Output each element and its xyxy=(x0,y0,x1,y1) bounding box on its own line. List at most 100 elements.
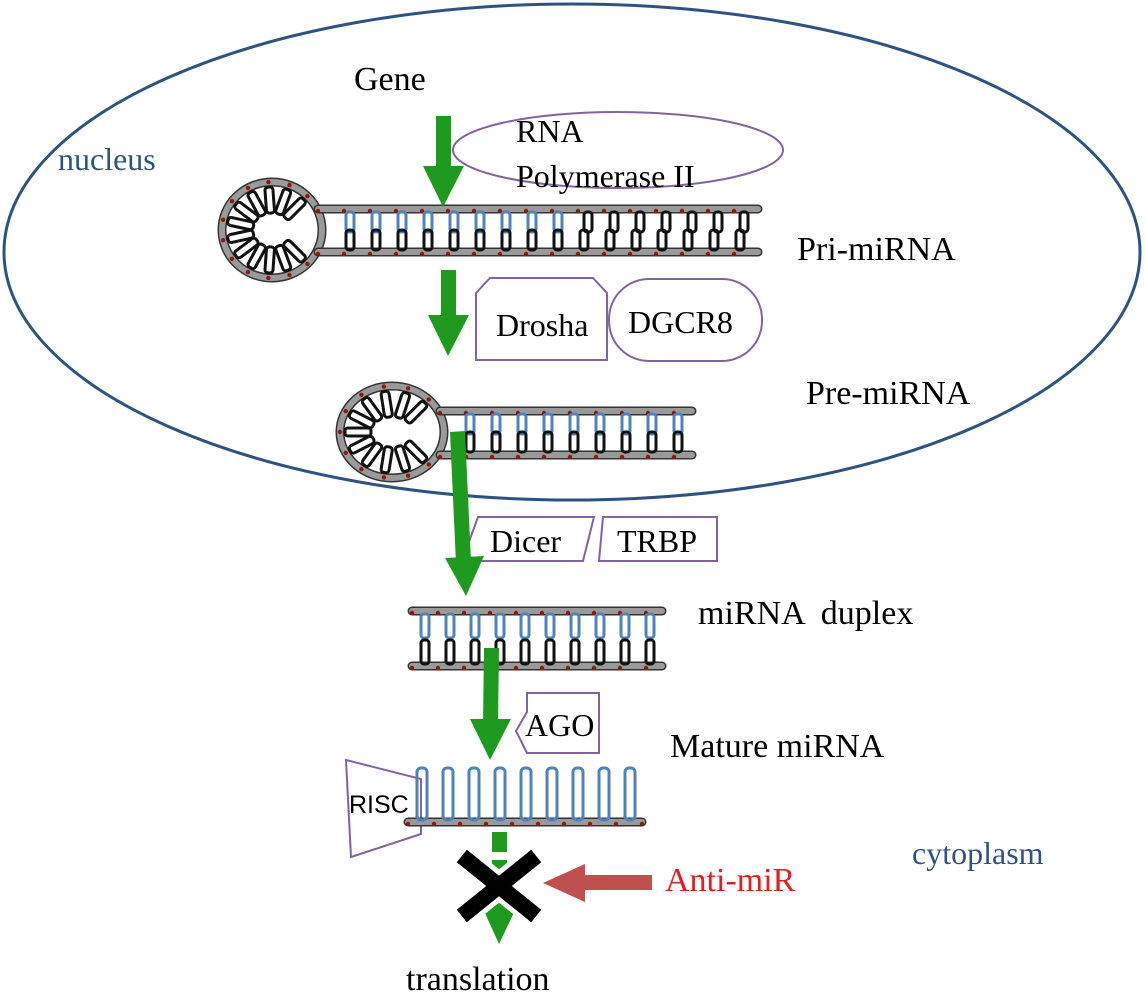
rna-node xyxy=(437,454,443,460)
rna-base xyxy=(490,430,502,454)
rna-node xyxy=(613,821,619,827)
rna-polymerase-label-line2: Polymerase II xyxy=(516,158,695,194)
rna-node xyxy=(245,185,251,191)
rna-node xyxy=(461,610,467,616)
rna-base xyxy=(344,210,356,234)
rna-base xyxy=(644,638,656,666)
rna-node xyxy=(591,665,597,671)
rna-loop-base xyxy=(347,409,376,430)
rna-base xyxy=(644,612,656,640)
rna-node xyxy=(643,665,649,671)
rna-node xyxy=(431,821,437,827)
rna-base xyxy=(597,766,611,822)
rna-node xyxy=(549,208,555,214)
rna-node xyxy=(266,179,271,185)
rna-loop-base xyxy=(347,434,376,455)
rna-loop-base xyxy=(403,439,429,465)
rna-base xyxy=(469,612,481,640)
rna-base xyxy=(552,228,564,252)
arrow-pre-to-duplex xyxy=(445,431,484,596)
rna-node xyxy=(367,208,373,214)
rna-base xyxy=(619,638,631,666)
pre-mirna-label: Pre-miRNA xyxy=(806,375,971,412)
rna-base xyxy=(464,412,476,436)
rna-polymerase-ii-shape xyxy=(452,111,784,189)
rna-node xyxy=(471,208,477,214)
rna-base xyxy=(490,412,502,436)
rna-node xyxy=(409,665,415,671)
rna-node xyxy=(653,208,659,214)
rna-node xyxy=(359,467,364,472)
rna-base xyxy=(419,638,431,666)
rna-base xyxy=(419,612,431,640)
rna-loop-base xyxy=(282,196,307,222)
mirna-duplex-label: miRNA duplex xyxy=(698,595,913,632)
rna-node xyxy=(381,475,387,480)
rna-base xyxy=(623,766,637,822)
flow-arrows xyxy=(423,116,520,944)
rna-node xyxy=(445,208,451,214)
rna-base xyxy=(734,228,746,252)
rna-base xyxy=(441,766,455,822)
rna-node xyxy=(393,251,399,257)
rna-node xyxy=(627,208,633,214)
rna-node xyxy=(287,182,292,188)
rna-base xyxy=(542,412,554,436)
rna-node xyxy=(587,821,593,827)
dicer-label: Dicer xyxy=(490,523,561,559)
arrow-pri-to-pre xyxy=(428,270,469,356)
rna-loop-base xyxy=(403,399,429,425)
rna-base xyxy=(516,430,528,454)
rna-node xyxy=(619,454,625,460)
anti-mir-arrow xyxy=(543,864,652,902)
rna-base xyxy=(646,412,658,436)
rna-base xyxy=(526,228,538,252)
rna-node xyxy=(705,251,711,257)
rna-base xyxy=(469,638,481,666)
rna-loop-base xyxy=(263,245,276,275)
rna-base xyxy=(569,612,581,640)
rna-node xyxy=(341,208,347,214)
rna-node xyxy=(483,821,489,827)
pri-mirna-hairpin xyxy=(217,177,763,283)
rna-node xyxy=(565,610,571,616)
rna-node xyxy=(359,392,364,397)
rna-node xyxy=(305,261,310,267)
rna-node xyxy=(419,251,425,257)
rna-node xyxy=(639,821,645,827)
rna-base xyxy=(396,228,408,252)
dgcr8-label: DGCR8 xyxy=(628,304,733,340)
nucleus-label: nucleus xyxy=(58,141,156,177)
rna-loop-base xyxy=(360,396,384,423)
rna-node xyxy=(367,251,373,257)
rna-node xyxy=(731,251,737,257)
trbp-label: TRBP xyxy=(617,523,697,559)
rna-node xyxy=(409,610,415,616)
rna-base xyxy=(448,228,460,252)
trbp-shape xyxy=(597,516,718,562)
rna-base xyxy=(545,766,559,822)
rna-base xyxy=(444,612,456,640)
rna-node xyxy=(679,208,685,214)
rna-base xyxy=(344,228,356,252)
rna-base xyxy=(467,766,481,822)
rna-base xyxy=(415,766,429,822)
rna-loop-base xyxy=(379,389,394,419)
rna-node xyxy=(601,208,607,214)
rna-base xyxy=(474,228,486,252)
rna-node xyxy=(561,821,567,827)
rna-loop xyxy=(219,179,325,281)
rna-loop-base xyxy=(274,243,293,273)
rna-node xyxy=(565,665,571,671)
rna-base xyxy=(444,638,456,666)
rna-node xyxy=(539,610,545,616)
rna-node xyxy=(731,208,737,214)
nucleus-membrane xyxy=(2,2,1142,502)
rna-node xyxy=(523,251,529,257)
rna-node xyxy=(617,665,623,671)
rna-base xyxy=(396,210,408,234)
rna-node xyxy=(229,199,235,204)
rna-base xyxy=(494,612,506,640)
rna-node xyxy=(471,251,477,257)
